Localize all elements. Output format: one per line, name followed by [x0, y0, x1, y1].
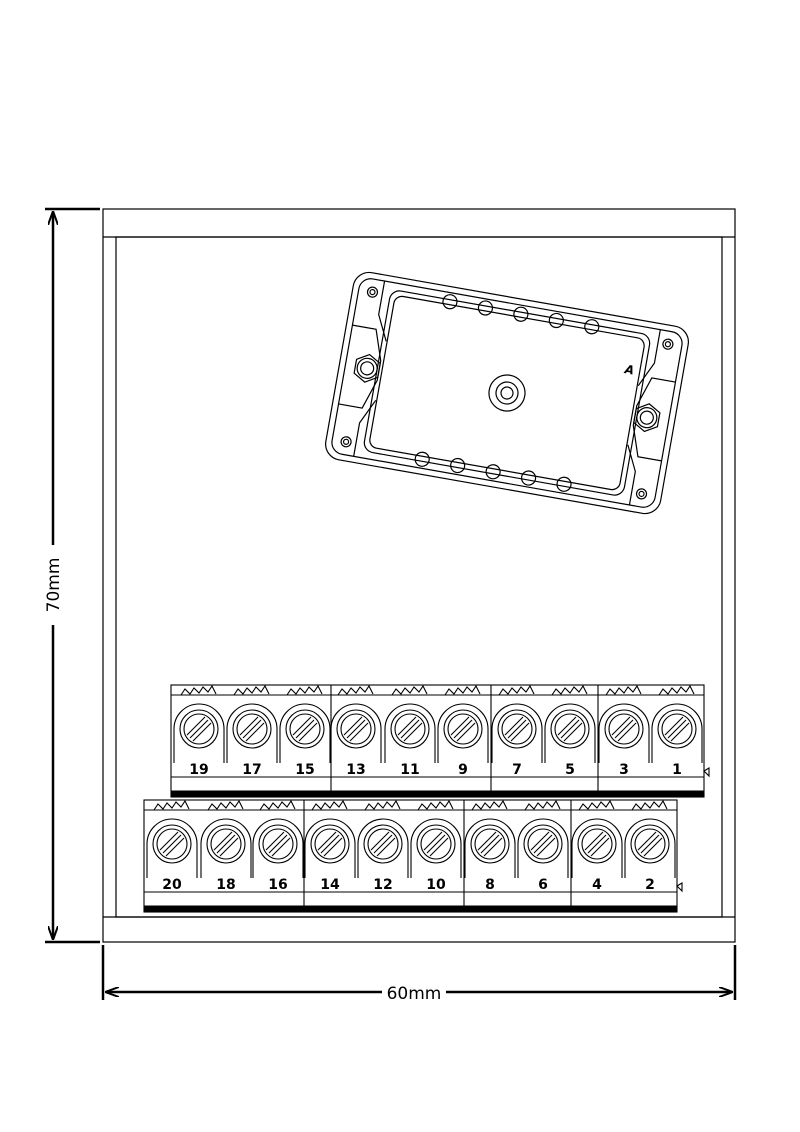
enclosure-inner-frame	[115, 236, 723, 918]
contact-pin	[520, 470, 537, 486]
mounting-hole	[662, 338, 674, 350]
contact-pin	[450, 457, 466, 474]
terminal-screw[interactable]	[550, 709, 590, 749]
terminal-screw[interactable]	[336, 709, 376, 749]
terminal-number: 20	[162, 877, 182, 893]
terminal-strip-bottom: 20 18 16 14 12 10 8 6 4 2	[143, 799, 683, 913]
terminal: 13	[330, 684, 382, 778]
terminal: 6	[517, 799, 569, 893]
contact-pin	[513, 306, 529, 322]
terminal: 3	[598, 684, 650, 778]
terminal: 20	[146, 799, 198, 893]
terminal-screw[interactable]	[285, 709, 325, 749]
terminal: 15	[279, 684, 331, 778]
terminal-screw[interactable]	[577, 824, 617, 864]
terminal: 5	[544, 684, 596, 778]
terminal-number: 11	[400, 762, 419, 778]
hex-nut-left	[353, 353, 381, 383]
terminal-number: 2	[645, 877, 655, 893]
terminal-screw[interactable]	[497, 709, 537, 749]
terminal-screw[interactable]	[179, 709, 219, 749]
terminal-number: 17	[242, 762, 261, 778]
terminal: 17	[226, 684, 278, 778]
mounting-hole	[340, 436, 352, 448]
center-pin	[488, 374, 526, 412]
width-dimension: 60mm	[101, 945, 737, 1004]
terminal-number: 18	[216, 877, 235, 893]
connector-outer-shell	[325, 271, 689, 515]
terminal: 11	[384, 684, 436, 778]
terminal: 2	[624, 799, 676, 893]
hex-nut-right	[633, 403, 661, 433]
connector-marker-label: A	[623, 362, 636, 378]
terminal: 7	[491, 684, 543, 778]
terminal-number: 9	[458, 762, 468, 778]
terminal-number: 7	[512, 762, 522, 778]
terminal: 12	[357, 799, 409, 893]
terminal-screw[interactable]	[152, 824, 192, 864]
terminal-number: 10	[426, 877, 446, 893]
terminal-number: 15	[295, 762, 314, 778]
terminal-number: 8	[485, 877, 495, 893]
terminal-screw[interactable]	[206, 824, 246, 864]
terminal-screw[interactable]	[630, 824, 670, 864]
height-dimension-label: 70mm	[44, 558, 64, 613]
terminal: 14	[304, 799, 356, 893]
terminal-number: 5	[565, 762, 575, 778]
contact-pin	[556, 476, 572, 492]
terminal-screw[interactable]	[443, 709, 483, 749]
terminal-strip-top: 19 17 15 13 11 9 7 5 3 1	[170, 684, 710, 798]
terminal: 16	[252, 799, 304, 893]
contact-pin	[584, 319, 600, 335]
terminal-screw[interactable]	[390, 709, 430, 749]
terminal: 9	[437, 684, 489, 778]
width-dimension-label: 60mm	[387, 984, 442, 1004]
enclosure-outer-frame	[102, 208, 736, 943]
terminal-screw[interactable]	[310, 824, 350, 864]
contact-pin	[477, 300, 494, 316]
contact-pin	[414, 451, 430, 467]
enclosure	[102, 208, 736, 943]
terminal-screw[interactable]	[523, 824, 563, 864]
terminal: 8	[464, 799, 516, 893]
terminal-number: 13	[346, 762, 365, 778]
terminal-screw[interactable]	[657, 709, 697, 749]
terminal: 19	[173, 684, 225, 778]
height-dimension: 70mm	[44, 207, 100, 944]
terminal-number: 19	[189, 762, 208, 778]
connector-housing: A	[325, 271, 689, 515]
contact-pin	[485, 464, 501, 480]
terminal-screw[interactable]	[470, 824, 510, 864]
terminal-number: 4	[592, 877, 602, 893]
terminal-screw[interactable]	[363, 824, 403, 864]
terminal-screw[interactable]	[604, 709, 644, 749]
contact-pin	[548, 312, 564, 329]
terminal-number: 3	[619, 762, 629, 778]
terminal: 10	[410, 799, 462, 893]
terminal-screw[interactable]	[232, 709, 272, 749]
terminal: 1	[651, 684, 703, 778]
terminal-number: 12	[373, 877, 392, 893]
terminal: 18	[200, 799, 252, 893]
terminal-number: 14	[320, 877, 340, 893]
mounting-hole	[366, 286, 379, 298]
terminal-number: 16	[268, 877, 287, 893]
mounting-hole	[635, 488, 648, 500]
contact-pin	[442, 294, 458, 310]
terminal: 4	[571, 799, 623, 893]
terminal-number: 6	[538, 877, 548, 893]
terminal-screw[interactable]	[416, 824, 456, 864]
terminal-screw[interactable]	[258, 824, 298, 864]
terminal-number: 1	[672, 762, 682, 778]
